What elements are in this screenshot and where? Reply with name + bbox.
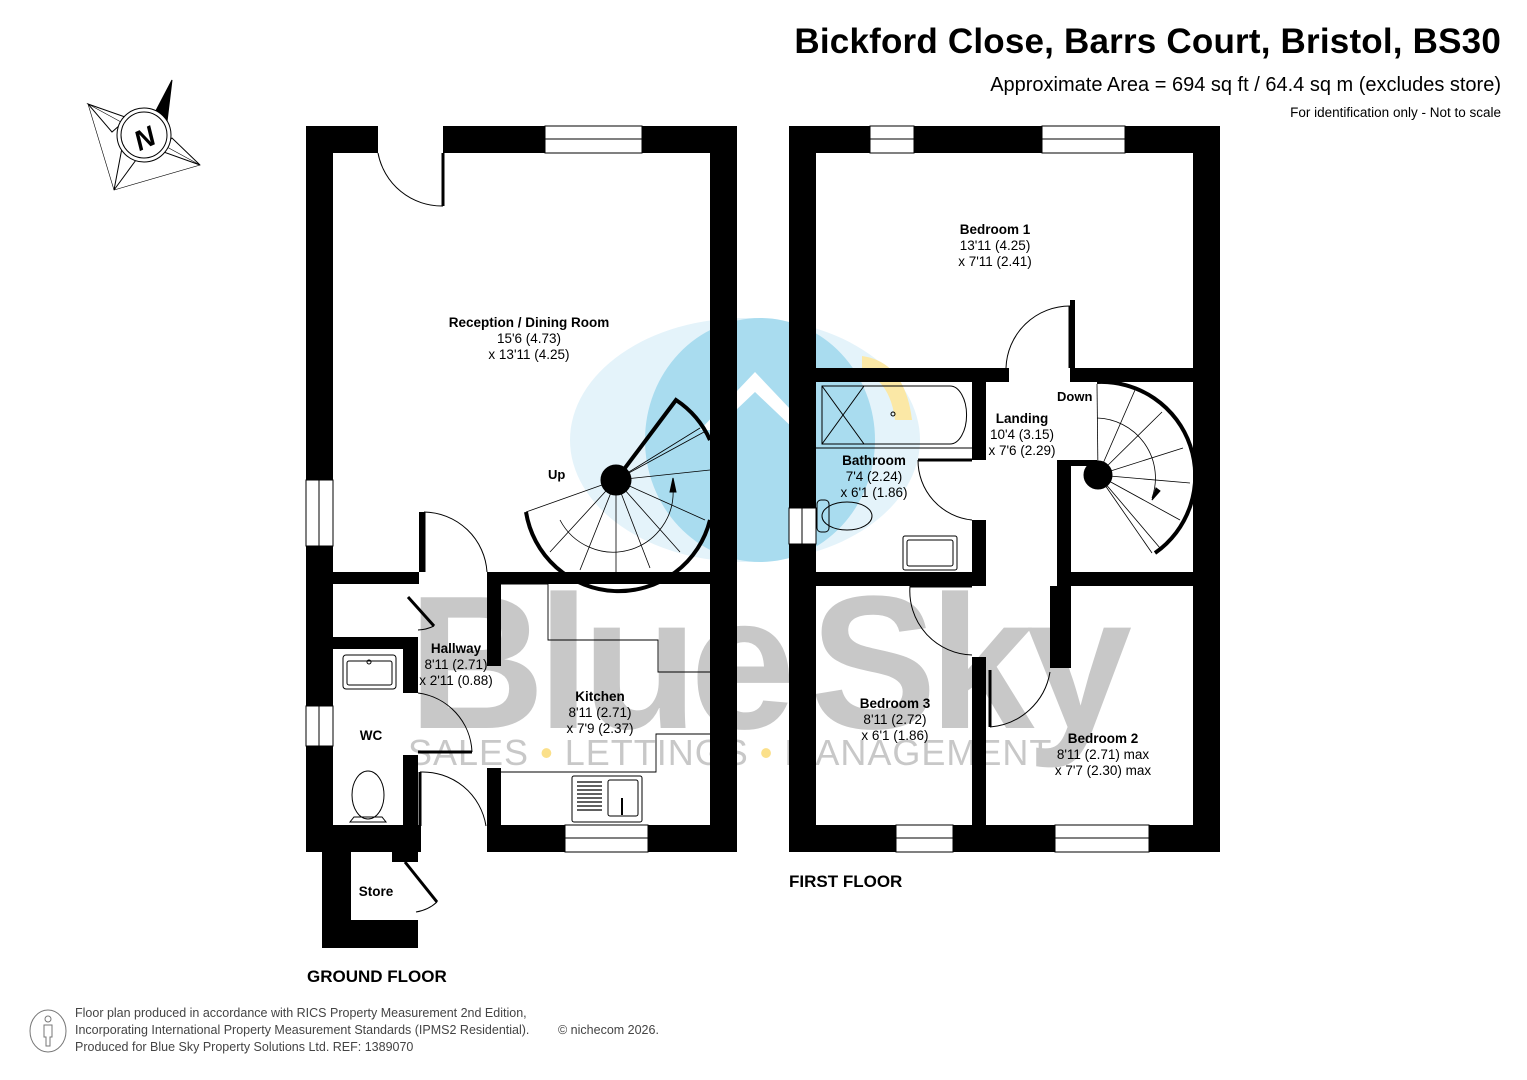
room-name: Hallway — [430, 641, 482, 656]
room-dimension: 15'6 (4.73) — [496, 331, 562, 346]
footer-line-1: Floor plan produced in accordance with R… — [75, 1006, 527, 1020]
first-floor-label: FIRST FLOOR — [789, 872, 903, 891]
room-dimension: x 7'9 (2.37) — [566, 721, 634, 736]
copyright: © nichecom 2026. — [558, 1023, 659, 1037]
room-hallway: Hallway 8'11 (2.71) x 2'11 (0.88) — [419, 641, 493, 689]
room-reception-dining: Reception / Dining Room 15'6 (4.73) x 13… — [449, 315, 610, 363]
spiral-staircase-up-icon — [524, 397, 712, 594]
room-dimension: x 7'11 (2.41) — [958, 254, 1032, 269]
room-name: Bathroom — [842, 453, 906, 468]
room-kitchen: Kitchen 8'11 (2.71) x 7'9 (2.37) — [566, 689, 633, 737]
room-bedroom-1: Bedroom 1 13'11 (4.25) x 7'11 (2.41) — [958, 222, 1032, 270]
room-dimension: x 6'1 (1.86) — [861, 728, 929, 743]
room-dimension: x 7'7 (2.30) max — [1054, 763, 1152, 778]
ground-floor-windows — [305, 125, 649, 853]
room-wc: WC — [360, 728, 383, 744]
first-floor-doors — [909, 305, 1072, 728]
room-dimension: 13'11 (4.25) — [959, 238, 1031, 253]
person-scale-icon — [29, 1009, 67, 1053]
north-compass-icon: N — [86, 79, 201, 191]
footer-line-3: Produced for Blue Sky Property Solutions… — [75, 1040, 414, 1054]
room-dimension: x 13'11 (4.25) — [488, 347, 570, 362]
room-name: Store — [358, 884, 394, 899]
room-name: Bedroom 1 — [959, 222, 1031, 237]
room-bedroom-2: Bedroom 2 8'11 (2.71) max x 7'7 (2.30) m… — [1055, 731, 1151, 779]
ground-floor-doors — [377, 152, 488, 913]
room-dimension: 10'4 (3.15) — [989, 427, 1055, 442]
room-dimension: 8'11 (2.72) — [863, 712, 927, 727]
spiral-staircase-down-icon — [1083, 379, 1198, 555]
room-name: Landing — [995, 411, 1049, 426]
room-dimension: x 6'1 (1.86) — [840, 485, 908, 500]
room-dimension: x 7'6 (2.29) — [988, 443, 1056, 458]
stairs-down-label: Down — [1057, 389, 1093, 404]
room-bedroom-3: Bedroom 3 8'11 (2.72) x 6'1 (1.86) — [860, 696, 931, 744]
property-title: Bickford Close, Barrs Court, Bristol, BS… — [794, 22, 1501, 61]
watermark-text: Blue Sky SALES • LETTINGS • MANAGEMENT — [408, 557, 1139, 773]
room-name: Bedroom 3 — [859, 696, 931, 711]
ground-floor-fixtures — [342, 583, 710, 823]
first-floor-walls — [789, 126, 1220, 852]
room-name: Reception / Dining Room — [448, 315, 610, 330]
room-dimension: 7'4 (2.24) — [845, 469, 903, 484]
room-dimension: 8'11 (2.71) max — [1056, 747, 1150, 762]
room-store: Store — [359, 884, 394, 900]
ground-floor-label: GROUND FLOOR — [307, 967, 447, 986]
bathroom-fixtures — [816, 385, 972, 571]
room-dimension: 8'11 (2.71) — [424, 657, 488, 672]
room-name: Bedroom 2 — [1067, 731, 1139, 746]
disclaimer: For identification only - Not to scale — [1290, 105, 1501, 120]
footer-line-2: Incorporating International Property Mea… — [75, 1023, 530, 1037]
room-name: WC — [359, 728, 383, 743]
room-dimension: 8'11 (2.71) — [568, 705, 632, 720]
footer-credits: Floor plan produced in accordance with R… — [75, 1005, 659, 1056]
watermark-logo-icon — [570, 318, 920, 562]
room-dimension: x 2'11 (0.88) — [419, 673, 493, 688]
room-bathroom: Bathroom 7'4 (2.24) x 6'1 (1.86) — [840, 453, 907, 501]
first-floor-windows — [788, 125, 1150, 853]
room-landing: Landing 10'4 (3.15) x 7'6 (2.29) — [988, 411, 1055, 459]
approximate-area: Approximate Area = 694 sq ft / 64.4 sq m… — [990, 74, 1501, 96]
stairs-up-label: Up — [548, 467, 566, 482]
room-name: Kitchen — [575, 689, 625, 704]
